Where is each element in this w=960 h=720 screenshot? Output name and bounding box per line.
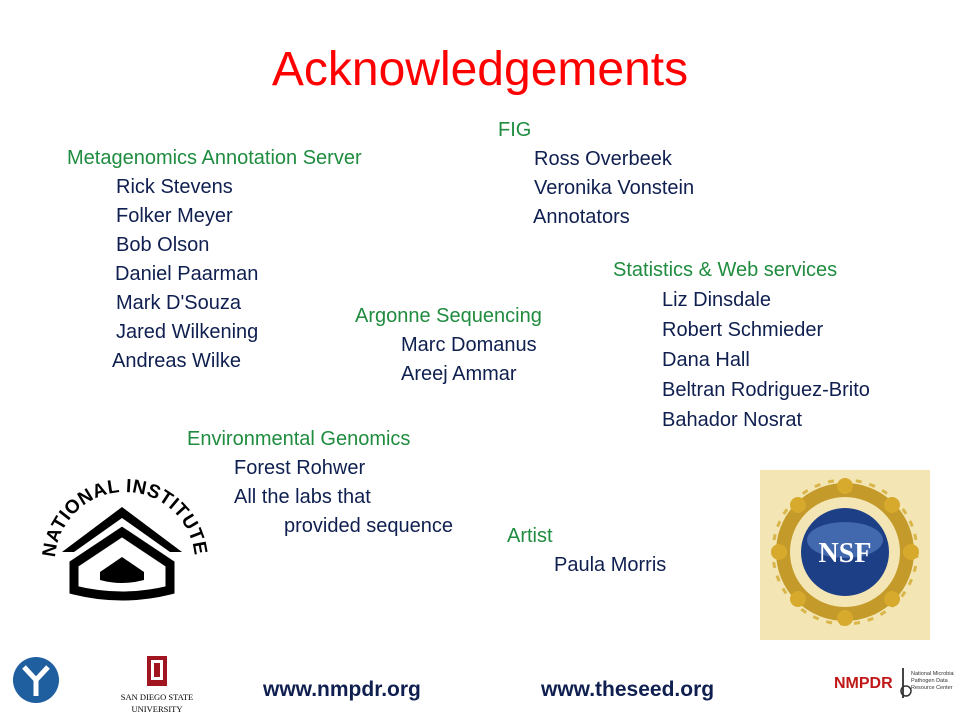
footer-bar: SAN DIEGO STATE UNIVERSITY www.nmpdr.org… xyxy=(0,650,960,720)
nmpdr-logo-text: NMPDR xyxy=(834,675,893,692)
person-name: Beltran Rodriguez-Brito xyxy=(662,379,870,401)
group-heading: Artist xyxy=(507,525,553,547)
person-name: Ross Overbeek xyxy=(534,148,672,170)
nsf-figures-ring xyxy=(771,478,919,626)
person-name: Andreas Wilke xyxy=(112,350,241,372)
person-name: Bob Olson xyxy=(116,234,210,256)
svg-text:UNIVERSITY: UNIVERSITY xyxy=(132,704,183,714)
sdsu-logo-text: SAN DIEGO STATE xyxy=(121,692,194,702)
sdsu-logo: SAN DIEGO STATE UNIVERSITY xyxy=(121,656,194,714)
person-name: Daniel Paarman xyxy=(115,263,259,285)
person-name: Rick Stevens xyxy=(116,176,233,198)
group-argonne-sequencing: Argonne Sequencing Marc Domanus Areej Am… xyxy=(355,302,542,389)
person-name: Bahador Nosrat xyxy=(662,409,803,431)
person-name: Dana Hall xyxy=(662,349,750,371)
person-name: Annotators xyxy=(533,206,630,228)
person-name: All the labs that xyxy=(234,486,371,508)
person-name: Robert Schmieder xyxy=(662,319,824,341)
group-heading: Argonne Sequencing xyxy=(355,305,542,327)
group-fig: FIG Ross Overbeek Veronika Vonstein Anno… xyxy=(498,116,694,232)
svg-text:National Microbial: National Microbial xyxy=(911,671,954,677)
svg-text:NATIONAL INSTITUTES OF HEALTH: NATIONAL INSTITUTES OF HEALTH xyxy=(30,452,211,558)
group-heading: Metagenomics Annotation Server xyxy=(67,147,362,169)
nmpdr-url-link[interactable]: www.nmpdr.org xyxy=(263,678,421,701)
nsf-logo-text: NSF xyxy=(819,538,872,569)
group-environmental-genomics: Environmental Genomics Forest Rohwer All… xyxy=(187,425,453,541)
nmpdr-logo: NMPDR National Microbial Pathogen Data R… xyxy=(834,668,954,698)
group-metagenomics-annotation-server: Metagenomics Annotation Server Rick Stev… xyxy=(67,144,362,376)
person-name: Liz Dinsdale xyxy=(662,289,771,311)
svg-text:Pathogen Data: Pathogen Data xyxy=(911,678,949,684)
nih-emblem xyxy=(62,507,182,601)
group-heading: Statistics & Web services xyxy=(613,259,838,281)
person-name: provided sequence xyxy=(284,515,454,537)
person-name: Jared Wilkening xyxy=(116,321,259,343)
group-statistics-web-services: Statistics & Web services Liz Dinsdale R… xyxy=(613,255,870,435)
person-name: Folker Meyer xyxy=(116,205,233,227)
person-name: Mark D'Souza xyxy=(116,292,241,314)
group-artist: Artist Paula Morris xyxy=(507,522,666,580)
svg-text:Resource Center: Resource Center xyxy=(911,685,953,691)
page-title: Acknowledgements xyxy=(271,43,689,96)
group-heading: FIG xyxy=(498,119,532,141)
group-heading: Environmental Genomics xyxy=(187,428,411,450)
y-circle-logo xyxy=(13,657,59,703)
person-name: Areej Ammar xyxy=(401,363,517,385)
nih-logo-text: NATIONAL INSTITUTES OF HEALTH xyxy=(30,452,210,558)
person-name: Paula Morris xyxy=(554,554,667,576)
theseed-url-link[interactable]: www.theseed.org xyxy=(541,678,715,701)
person-name: Veronika Vonstein xyxy=(534,177,695,199)
person-name: Marc Domanus xyxy=(401,334,537,356)
person-name: Forest Rohwer xyxy=(234,457,366,479)
nih-logo: NATIONAL INSTITUTES OF HEALTH xyxy=(30,452,211,601)
nsf-logo: NSF xyxy=(760,470,930,640)
